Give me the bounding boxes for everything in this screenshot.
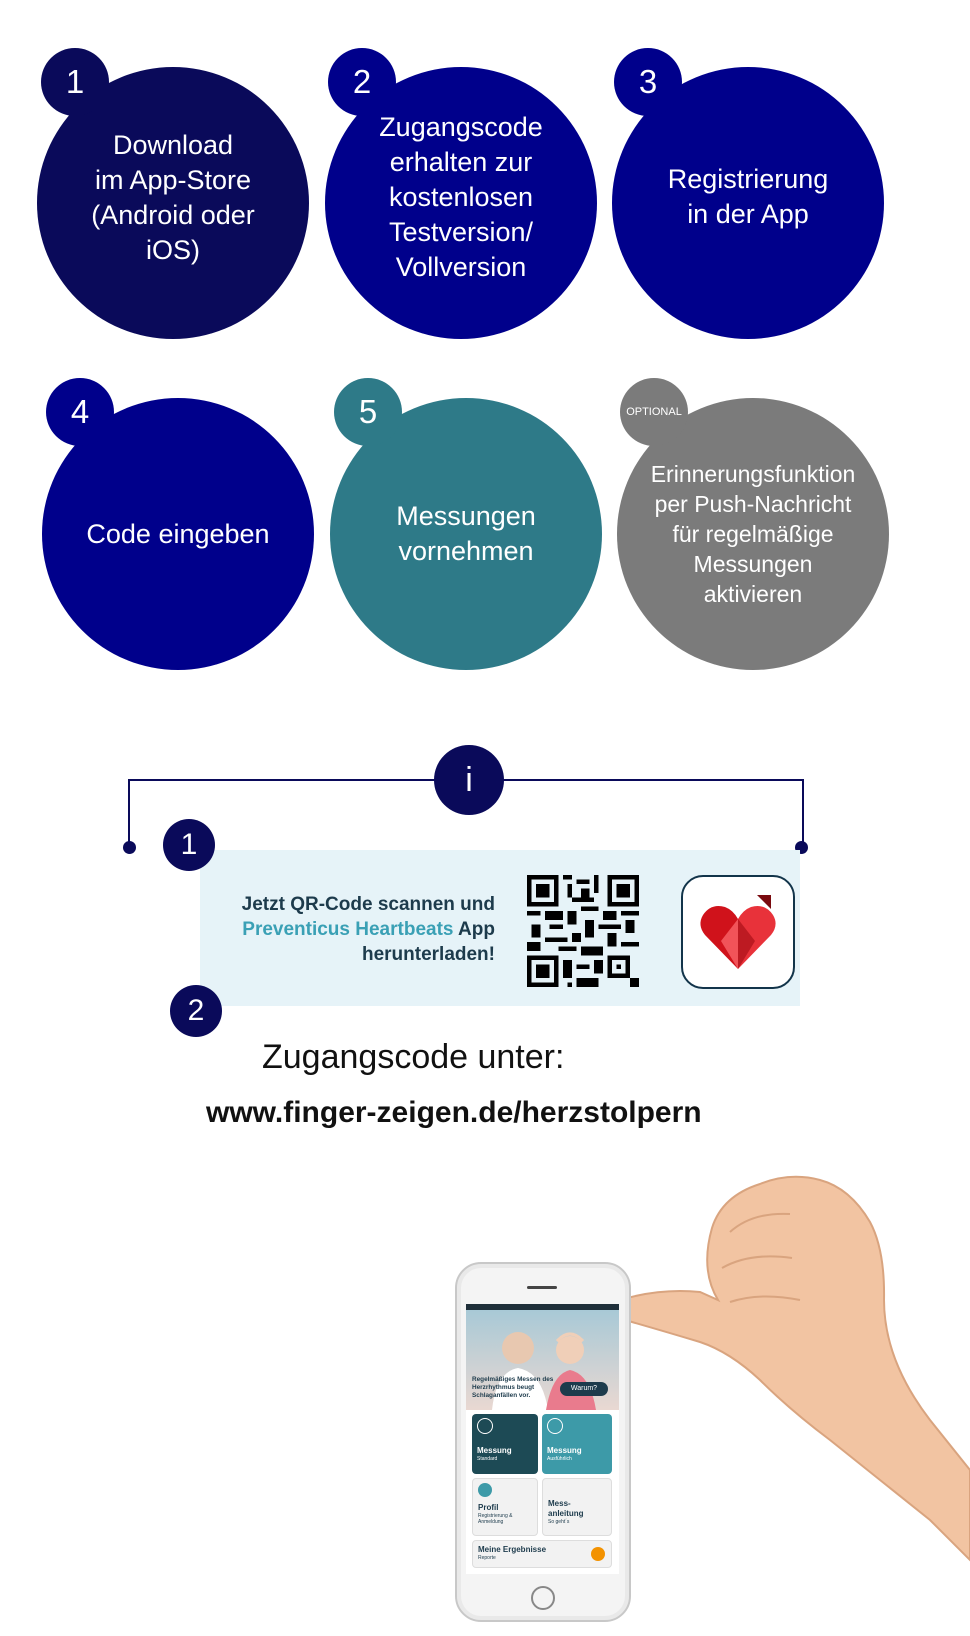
heart-icon <box>547 1418 563 1434</box>
step-2-line: Testversion/ <box>388 216 534 247</box>
optional-line: per Push-Nachricht <box>654 491 852 517</box>
step-3-line: Registrierung <box>667 164 829 194</box>
heart-logo-icon <box>700 895 776 969</box>
step-badge-3: 3 <box>614 48 682 116</box>
qr-text-line1: Jetzt QR-Code scannen und <box>241 894 495 915</box>
step-badge-2: 2 <box>328 48 396 116</box>
tile-title: Messung <box>547 1446 582 1455</box>
tile-instructions[interactable]: Mess-anleitung So geht´s <box>542 1478 612 1536</box>
step-4-line: Code eingeben <box>86 518 270 549</box>
optional-line: aktivieren <box>703 581 803 607</box>
step-1-line: im App-Store <box>94 165 252 195</box>
step-badge-5: 5 <box>334 378 402 446</box>
step-circle-1: Download im App-Store (Android oder iOS) <box>37 67 309 339</box>
phone-mockup: Regelmäßiges Messen des Herzrhythmus beu… <box>455 1262 631 1622</box>
phone-statusbar <box>466 1304 619 1310</box>
tile-title: Meine Ergebnisse <box>478 1545 547 1554</box>
qr-text-line3: herunterladen! <box>361 944 495 965</box>
step-circle-optional: Erinnerungsfunktion per Push-Nachricht f… <box>617 398 889 670</box>
qr-code[interactable] <box>527 875 639 987</box>
step-1-line: Download <box>112 130 234 160</box>
phone-hero-button[interactable]: Warum? <box>560 1382 608 1396</box>
qr-text-app: App <box>453 919 495 940</box>
tile-title: Mess-anleitung <box>548 1499 584 1518</box>
step-circle-2: Zugangscode erhalten zur kostenlosen Tes… <box>325 67 597 339</box>
brand-name: Preventicus Heartbeats <box>242 919 454 940</box>
step-3-line: in der App <box>687 199 809 229</box>
step-1-line: iOS) <box>145 235 200 265</box>
optional-badge: OPTIONAL <box>620 378 688 446</box>
tile-subtitle: So geht´s <box>548 1519 570 1525</box>
tile-subtitle: Ausführlich <box>547 1456 572 1462</box>
profile-icon <box>478 1483 492 1497</box>
tile-title: Messung <box>477 1446 512 1455</box>
info-icon: i <box>434 745 504 815</box>
step-2-line: Vollversion <box>395 251 527 282</box>
step-5-line: Messungen <box>396 501 536 531</box>
optional-line: Erinnerungsfunktion <box>650 461 856 487</box>
optional-line: Messungen <box>693 551 813 577</box>
tile-subtitle: Reporte <box>478 1555 496 1561</box>
bracket-dot-left <box>123 841 136 854</box>
phone-hero-text: Regelmäßiges Messen des Herzrhythmus beu… <box>472 1376 554 1399</box>
tile-subtitle: Registrierung & Anmeldung <box>478 1513 513 1525</box>
step-2-line: kostenlosen <box>388 181 534 212</box>
info-step-badge-2: 2 <box>170 985 222 1037</box>
phone-hero: Regelmäßiges Messen des Herzrhythmus beu… <box>466 1310 619 1410</box>
access-code-url[interactable]: www.finger-zeigen.de/herzstolpern <box>206 1096 702 1129</box>
report-icon <box>591 1547 605 1561</box>
tile-title: Profil <box>478 1503 499 1512</box>
tile-profile[interactable]: Profil Registrierung & Anmeldung <box>472 1478 538 1536</box>
phone-speaker <box>527 1286 557 1289</box>
step-circle-3: Registrierung in der App <box>612 67 884 339</box>
phone-screen: Regelmäßiges Messen des Herzrhythmus beu… <box>466 1304 619 1574</box>
app-logo[interactable] <box>681 875 795 989</box>
tile-subtitle: Standard <box>477 1456 498 1462</box>
tile-measure-standard[interactable]: Messung Standard <box>472 1414 538 1474</box>
step-2-line: Zugangscode <box>379 111 543 142</box>
step-5-line: vornehmen <box>398 536 534 566</box>
step-badge-1: 1 <box>41 48 109 116</box>
step-2-line: erhalten zur <box>389 146 533 177</box>
qr-instruction: Jetzt QR-Code scannen und Preventicus He… <box>205 892 495 967</box>
info-step-badge-1: 1 <box>163 819 215 871</box>
optional-line: für regelmäßige <box>672 521 834 547</box>
access-code-label: Zugangscode unter: <box>262 1038 565 1076</box>
step-badge-4: 4 <box>46 378 114 446</box>
tile-results[interactable]: Meine Ergebnisse Reporte <box>472 1540 612 1568</box>
heart-icon <box>477 1418 493 1434</box>
phone-home-button <box>531 1586 555 1610</box>
step-1-line: (Android oder <box>91 200 255 230</box>
tile-measure-detailed[interactable]: Messung Ausführlich <box>542 1414 612 1474</box>
